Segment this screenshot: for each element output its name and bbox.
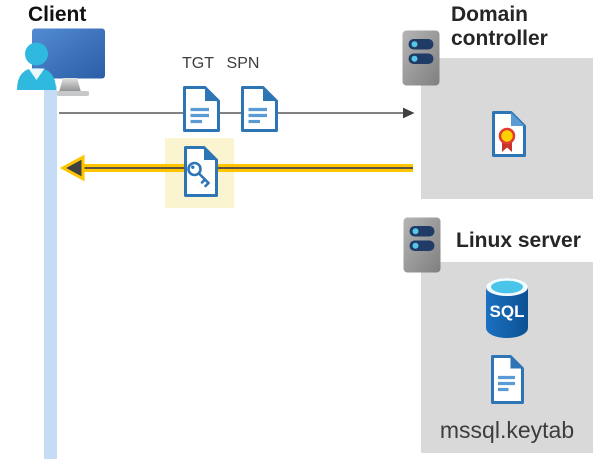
monitor-stand xyxy=(59,78,81,92)
response-arrow-left-icon xyxy=(59,154,413,182)
key-glyph xyxy=(187,161,210,188)
folded-corner xyxy=(510,356,523,369)
tgt-label: TGT xyxy=(182,55,214,72)
linux-server-icon xyxy=(403,217,441,273)
spn-label: SPN xyxy=(226,55,260,72)
folded-corner xyxy=(511,112,525,126)
linux-server-label: Linux server xyxy=(456,229,581,252)
domain-controller-label: Domain controller xyxy=(451,3,548,50)
tgt-document-icon xyxy=(183,86,220,132)
sql-database-icon: SQL xyxy=(486,278,528,338)
folded-corner xyxy=(204,147,217,160)
sql-label: SQL xyxy=(490,302,525,321)
monitor-screen xyxy=(32,28,105,79)
domain-controller-server-icon xyxy=(402,30,440,86)
award-seal xyxy=(498,127,516,145)
keytab-filename-label: mssql.keytab xyxy=(439,417,575,443)
request-arrow-right-icon xyxy=(59,107,415,119)
spn-document-icon xyxy=(241,86,278,132)
person-head xyxy=(25,42,48,66)
client-label: Client xyxy=(28,3,87,26)
monitor-base xyxy=(57,91,89,96)
keytab-document-icon xyxy=(491,355,524,404)
key-document-icon xyxy=(184,146,218,197)
certificate-icon xyxy=(492,111,526,157)
client-user-monitor-icon xyxy=(17,28,105,96)
client-lifeline xyxy=(44,86,57,459)
folded-corner xyxy=(263,87,277,101)
person-collar xyxy=(28,68,45,80)
folded-corner xyxy=(205,87,219,101)
